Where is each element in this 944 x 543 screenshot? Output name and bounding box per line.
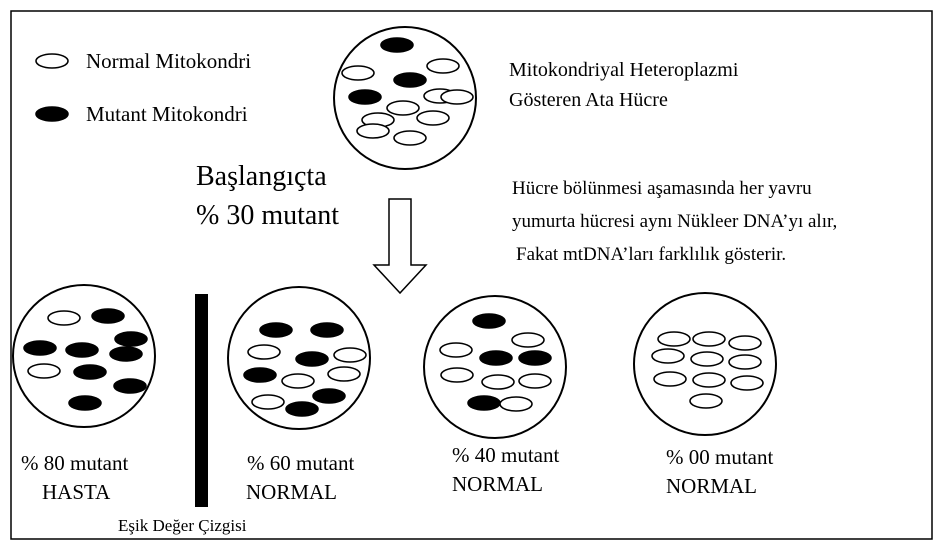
normal-mitochondrion [654,372,686,386]
normal-mitochondrion [48,311,80,325]
normal-mitochondrion [342,66,374,80]
normal-mitochondrion [248,345,280,359]
daughter-1-status-label: HASTA [42,480,111,504]
normal-mitochondrion [357,124,389,138]
mutant-mitochondrion [311,323,343,337]
daughter-1-percent-label: % 80 mutant [21,451,128,475]
daughter-cell-00 [634,293,776,435]
normal-mitochondrion [690,394,722,408]
threshold-line [195,294,208,507]
normal-mitochondrion [512,333,544,347]
mutant-mitochondrion [24,341,56,355]
mutant-mitochondrion [473,314,505,328]
normal-mitochondrion [500,397,532,411]
mutant-mitochondrion [69,396,101,410]
normal-mitochondrion [441,368,473,382]
normal-mitochondrion [427,59,459,73]
parent-cell [334,27,476,169]
normal-mitochondrion [441,90,473,104]
mutant-mitochondrion [260,323,292,337]
normal-mitochondrion [387,101,419,115]
normal-mitochondrion [729,336,761,350]
normal-mitochondrion [693,332,725,346]
mutant-mitochondrion-swatch [36,107,68,121]
legend: Normal Mitokondri Mutant Mitokondri [36,49,251,126]
normal-mitochondrion [282,374,314,388]
normal-mitochondrion [729,355,761,369]
normal-mitochondrion [519,374,551,388]
daughter-2-status-label: NORMAL [246,480,337,504]
daughter-cell-60 [228,287,370,429]
mutant-mitochondrion [519,351,551,365]
daughter-cell-40 [424,296,566,438]
mutant-mitochondrion [313,389,345,403]
mutant-mitochondrion [468,396,500,410]
legend-mutant-label: Mutant Mitokondri [86,102,248,126]
initial-state-line1: Başlangıçta [196,161,327,192]
normal-mitochondrion [731,376,763,390]
mutant-mitochondrion [286,402,318,416]
mutant-mitochondrion [394,73,426,87]
mutant-mitochondrion [92,309,124,323]
daughter-3-status-label: NORMAL [452,472,543,496]
normal-mitochondrion [693,373,725,387]
normal-mitochondrion [658,332,690,346]
mutant-mitochondrion [244,368,276,382]
daughter-3-percent-label: % 40 mutant [452,443,559,467]
division-note-line3: Fakat mtDNA’ları farklılık gösterir. [516,244,786,265]
normal-mitochondrion [417,111,449,125]
normal-mitochondrion [28,364,60,378]
parent-cell-caption-line2: Gösteren Ata Hücre [509,89,668,111]
division-note-line2: yumurta hücresi aynı Nükleer DNA’yı alır… [512,211,837,232]
mutant-mitochondrion [349,90,381,104]
mutant-mitochondrion [74,365,106,379]
mutant-mitochondrion [115,332,147,346]
normal-mitochondrion [328,367,360,381]
parent-cell-caption-line1: Mitokondriyal Heteroplazmi [509,59,739,81]
normal-mitochondrion [394,131,426,145]
legend-normal-label: Normal Mitokondri [86,49,251,73]
normal-mitochondrion [652,349,684,363]
mutant-mitochondrion [296,352,328,366]
initial-state-line2: % 30 mutant [196,200,339,231]
normal-mitochondrion [691,352,723,366]
normal-mitochondrion-swatch [36,54,68,68]
mutant-mitochondrion [114,379,146,393]
normal-mitochondrion [440,343,472,357]
division-note-line1: Hücre bölünmesi aşamasında her yavru [512,178,812,199]
daughter-cell-80 [13,285,155,427]
mutant-mitochondrion [66,343,98,357]
daughter-2-percent-label: % 60 mutant [247,451,354,475]
threshold-label: Eşik Değer Çizgisi [118,516,247,535]
mutant-mitochondrion [381,38,413,52]
mutant-mitochondrion [480,351,512,365]
normal-mitochondrion [252,395,284,409]
mutant-mitochondrion [110,347,142,361]
daughter-4-percent-label: % 00 mutant [666,445,773,469]
normal-mitochondrion [482,375,514,389]
normal-mitochondrion [334,348,366,362]
division-arrow [374,199,426,293]
daughter-4-status-label: NORMAL [666,474,757,498]
